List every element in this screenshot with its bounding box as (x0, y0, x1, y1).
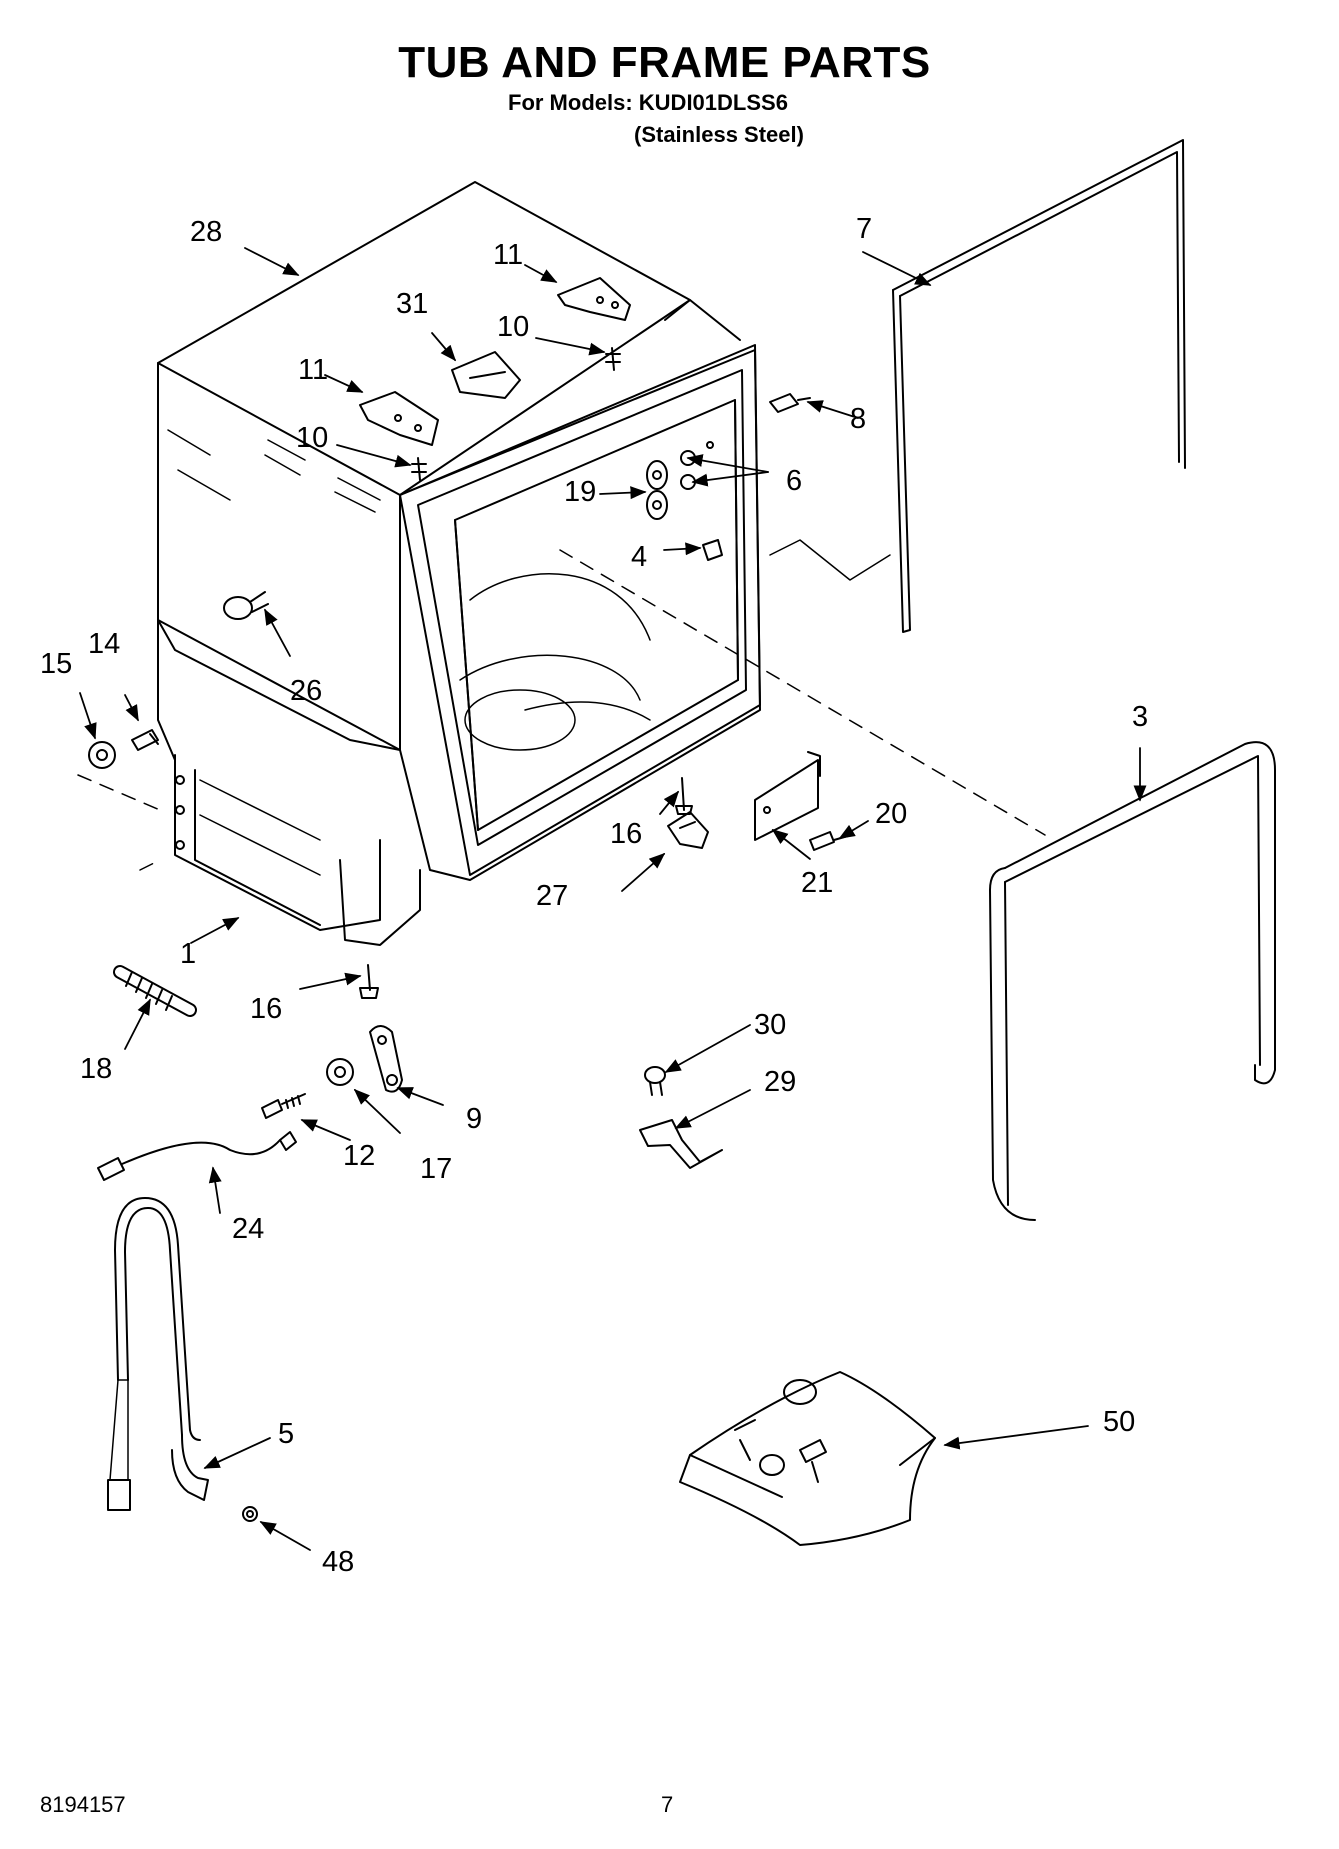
clip-31 (451, 351, 521, 399)
hose-5 (107, 1197, 209, 1511)
callout-17: 17 (420, 1153, 453, 1185)
bumper-26 (223, 591, 269, 620)
clip-27 (667, 811, 709, 849)
callout-27: 27 (536, 880, 569, 912)
screw-8 (769, 393, 811, 413)
tub-body (157, 181, 761, 881)
callout-5: 5 (278, 1418, 295, 1450)
variant-line: (Stainless Steel) (634, 122, 804, 147)
callout-6: 6 (786, 465, 803, 497)
door-gasket (892, 139, 1186, 633)
callout-7: 7 (856, 213, 873, 245)
callout-18: 18 (80, 1053, 113, 1085)
callout-50: 50 (1103, 1406, 1136, 1438)
callout-19: 19 (564, 476, 597, 508)
callout-1: 1 (180, 938, 197, 970)
spring-18 (113, 965, 197, 1017)
callout-20: 20 (875, 798, 908, 830)
leveling-leg-16-lower (359, 964, 379, 999)
callout-28: 28 (190, 216, 223, 248)
callout-14: 14 (88, 628, 121, 660)
callout-30: 30 (754, 1009, 787, 1041)
bracket-29 (639, 1119, 723, 1169)
callout-16-lower: 16 (250, 993, 283, 1025)
callout-4: 4 (631, 541, 648, 573)
callout-11-upper: 11 (493, 239, 524, 271)
callout-11-lower: 11 (298, 354, 329, 386)
screw-10-upper (605, 347, 621, 371)
screw-12 (261, 1093, 306, 1119)
callout-9: 9 (466, 1103, 483, 1135)
document-number: 8194157 (40, 1792, 126, 1817)
sensor-30 (644, 1066, 666, 1096)
tub-gasket (989, 741, 1276, 1221)
callout-26: 26 (290, 675, 323, 707)
leveling-leg-16-upper (675, 777, 693, 815)
callout-16-upper: 16 (610, 818, 643, 850)
callout-24: 24 (232, 1213, 265, 1245)
bracket-9 (369, 1025, 403, 1093)
hinge-bracket-11-upper (557, 277, 631, 321)
callout-3: 3 (1132, 701, 1149, 733)
callout-8: 8 (850, 403, 867, 435)
leader-arrows (79, 247, 1147, 1551)
callout-10-upper: 10 (497, 311, 530, 343)
hinge-bracket-11-lower (359, 391, 439, 446)
callout-21: 21 (801, 867, 834, 899)
callout-12: 12 (343, 1140, 376, 1172)
base-frame (174, 754, 421, 946)
parts-bag-50 (679, 1371, 936, 1546)
front-frame (399, 344, 761, 876)
models-line: For Models: KUDI01DLSS6 (508, 90, 788, 115)
wire-24 (97, 1131, 297, 1181)
datum-lines (77, 539, 1046, 871)
callout-31: 31 (396, 288, 429, 320)
bracket-21 (754, 751, 821, 841)
page-title: TUB AND FRAME PARTS (398, 38, 931, 87)
screw-20 (809, 831, 849, 851)
callout-48: 48 (322, 1546, 355, 1578)
screw-10-lower (411, 457, 427, 481)
nut-15 (88, 741, 116, 769)
roller-17 (326, 1058, 354, 1086)
screw-14 (131, 729, 159, 751)
callout-15: 15 (40, 648, 73, 680)
page-number: 7 (661, 1792, 674, 1817)
callout-29: 29 (764, 1066, 797, 1098)
plug-4 (702, 539, 723, 561)
callout-10-lower: 10 (296, 422, 329, 454)
clamp-48 (242, 1506, 258, 1522)
rollers-19 (646, 460, 668, 520)
